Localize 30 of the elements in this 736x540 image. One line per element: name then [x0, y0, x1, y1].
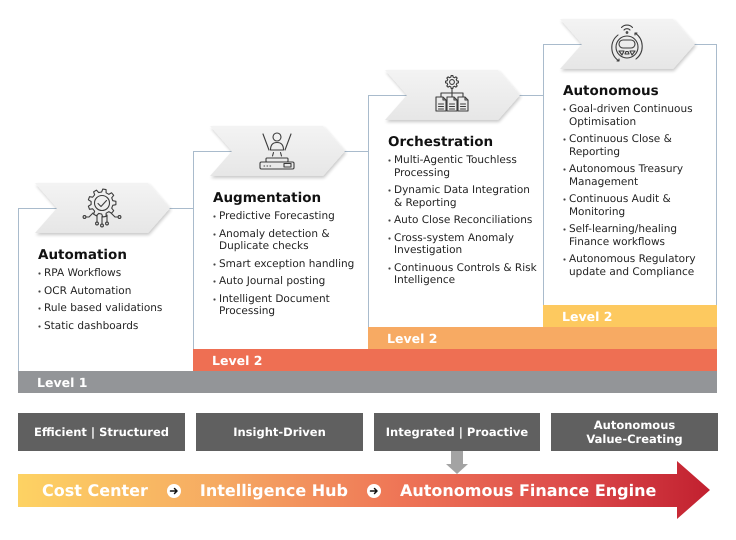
feature-item: Continuous Controls & Risk Intelligence: [388, 262, 538, 286]
level-label: Level 1: [37, 374, 88, 390]
step-panel: [18, 208, 193, 371]
stage-label: Integrated | Proactive: [386, 425, 528, 439]
level-bar: [18, 371, 717, 393]
down-arrow: [446, 451, 468, 474]
milestone-label: Autonomous Finance Engine: [400, 481, 656, 500]
stage-label: Efficient | Structured: [34, 425, 169, 439]
level-bar: [368, 327, 717, 349]
stage-banner: [551, 413, 718, 451]
level-bar: [543, 305, 717, 327]
milestone-label: Cost Center: [42, 481, 148, 500]
step-panel: [193, 151, 368, 349]
milestone-label: Intelligence Hub: [200, 481, 348, 500]
level-label: Level 2: [387, 330, 438, 346]
stage-banner: [196, 413, 363, 451]
stage-label: Autonomous Value-Creating: [585, 418, 684, 446]
step-panel: [543, 44, 717, 305]
level-label: Level 2: [212, 352, 262, 368]
step-heading: Automation: [38, 247, 127, 263]
step-heading: Orchestration: [388, 134, 494, 150]
level-bar: [193, 349, 717, 371]
level-label: Level 2: [562, 308, 612, 324]
step-heading: Augmentation: [213, 190, 322, 206]
stage-label: Insight-Driven: [233, 425, 326, 439]
stage-banner: [18, 413, 185, 451]
step-panel: [368, 95, 543, 327]
stage-banner: [374, 413, 540, 451]
step-heading: Autonomous: [563, 83, 659, 99]
progress-arrow: [18, 461, 710, 519]
